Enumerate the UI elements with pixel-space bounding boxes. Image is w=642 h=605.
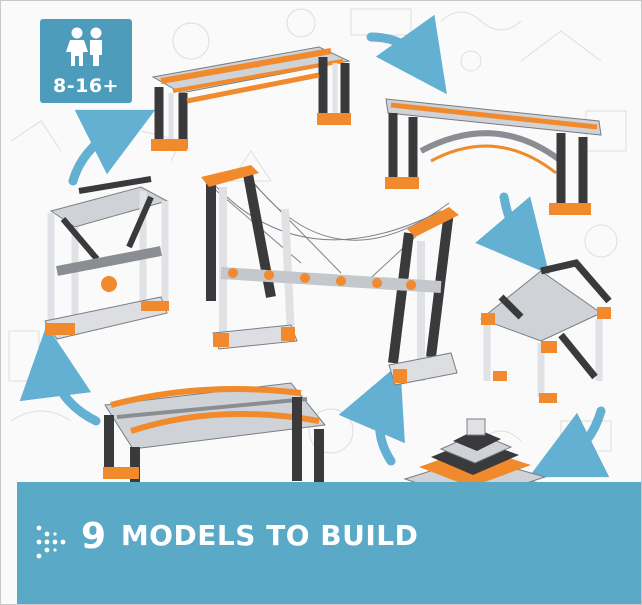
arrow-left-upper (68, 109, 156, 186)
house-frame-right (479, 259, 612, 403)
age-badge: 8-16+ (40, 19, 132, 103)
arrow-bottom-center (338, 362, 405, 466)
models-banner: 9 MODELS TO BUILD (17, 482, 641, 604)
truss-bridge-top-right (385, 98, 602, 215)
flat-bridge-top (151, 46, 351, 151)
children-icon (66, 27, 102, 66)
model-count: 9 (81, 516, 107, 557)
crane-left (44, 176, 169, 340)
arrow-top (366, 14, 447, 95)
banner-label: MODELS TO BUILD (120, 519, 419, 552)
age-range-label: 8-16+ (53, 75, 119, 97)
arrow-left-lower (19, 325, 101, 426)
arrow-right-upper (475, 192, 550, 275)
chevron-arrows-icon (36, 525, 66, 559)
truss-bridge-bottom-left (103, 382, 327, 497)
suspension-bridge-center (201, 165, 459, 386)
banner-title: 9 MODELS TO BUILD (81, 516, 418, 557)
cycle-arrows (19, 14, 610, 478)
arrow-right-lower (528, 406, 610, 478)
